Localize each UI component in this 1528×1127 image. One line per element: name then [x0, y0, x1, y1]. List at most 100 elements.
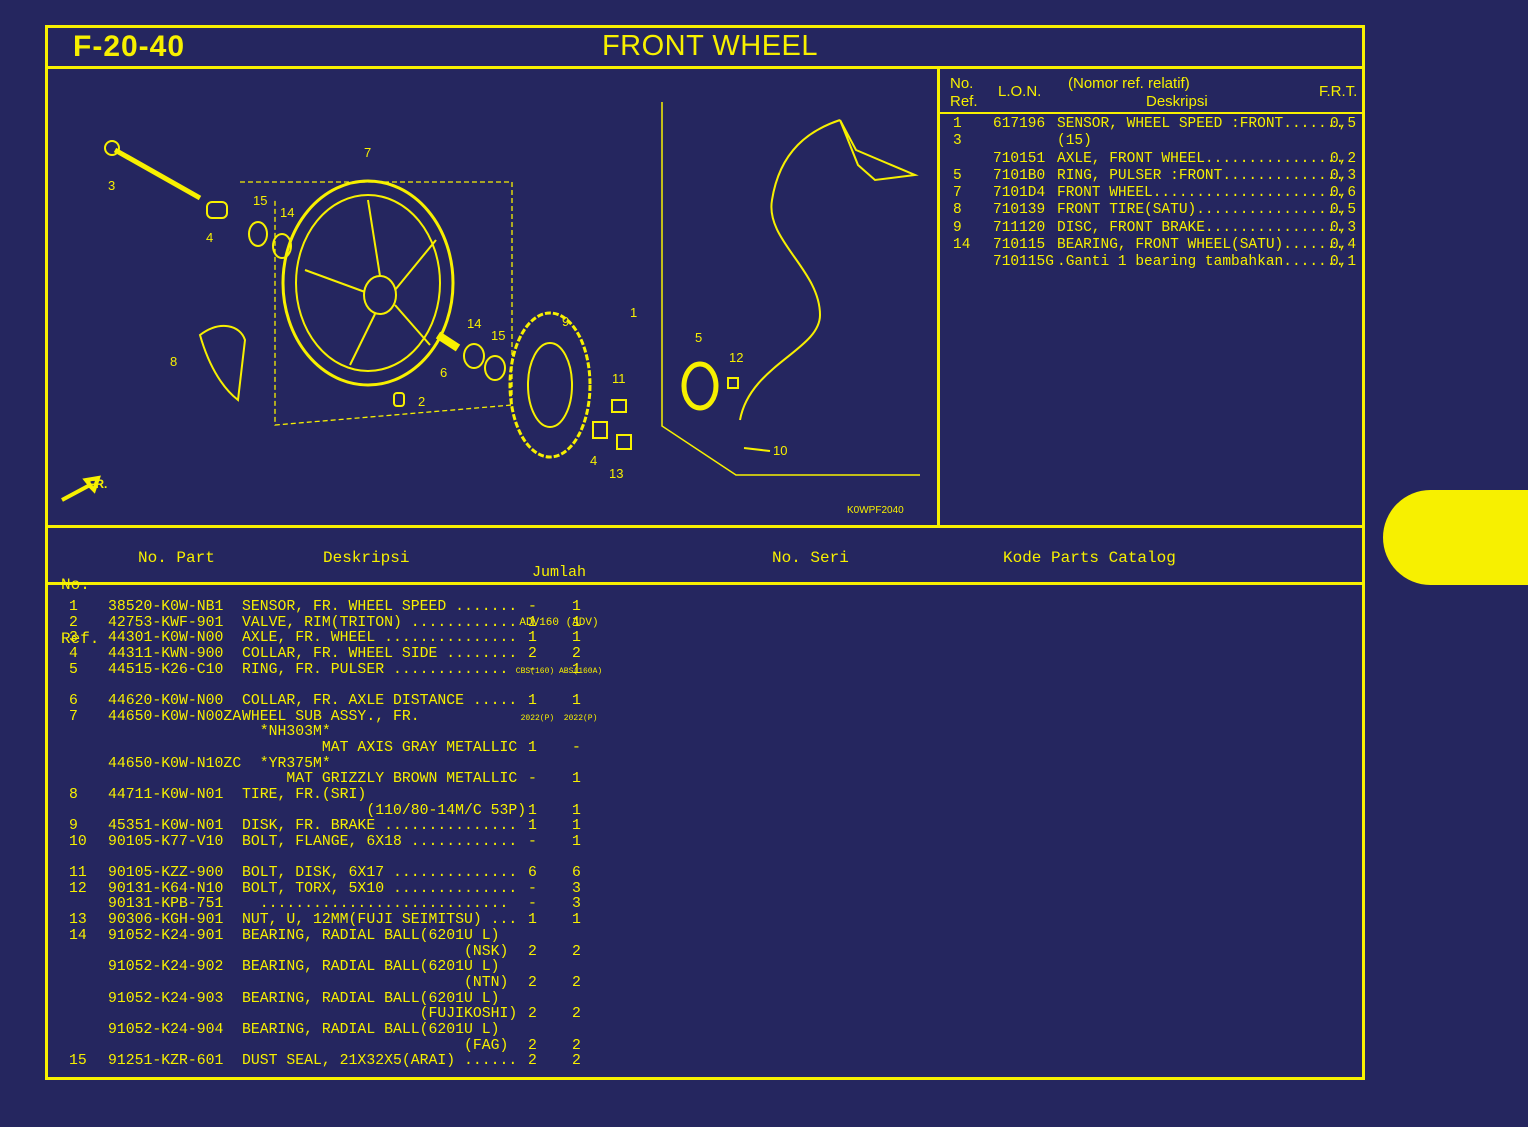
parts-header-qty-year: 2022(P) 2022(P)	[520, 714, 598, 723]
part-ref: 2	[69, 614, 78, 631]
part-desc: *YR375M*	[242, 755, 331, 772]
part-q2: 1	[572, 599, 581, 615]
part-q2: 2	[572, 1053, 581, 1070]
part-part: 91052-K24-902	[108, 959, 224, 976]
parts-header-ref-1: No.	[61, 576, 90, 594]
parts-header-qty-label: Jumlah	[531, 564, 586, 581]
lon-desc: DISC, FRONT BRAKE................	[1057, 219, 1345, 236]
part-q1: 2	[528, 1006, 537, 1023]
part-q2: 1	[572, 771, 581, 788]
lon-header-frt: F.R.T.	[1319, 83, 1358, 100]
part-q1: 2	[528, 1037, 537, 1054]
part-part: 91251-KZR-601	[108, 1053, 224, 1070]
part-part: 91052-K24-903	[108, 990, 224, 1007]
part-q2: 3	[572, 896, 581, 913]
lon-desc: RING, PULSER :FRONT..............	[1057, 167, 1345, 184]
lon-ref: 9	[953, 219, 962, 236]
callout-9: 9	[562, 314, 569, 329]
diagram-id: K0WPF2040	[847, 505, 904, 516]
part-ref: 9	[69, 818, 78, 835]
part-q1: 2	[528, 974, 537, 991]
part-q1: 2	[528, 1053, 537, 1070]
part-desc: (FAG)	[242, 1037, 509, 1054]
part-desc: AXLE, FR. WHEEL ...............	[242, 630, 518, 647]
lon-header-desc-1: (Nomor ref. relatif)	[1068, 75, 1190, 92]
part-desc: WHEEL SUB ASSY., FR.	[242, 708, 420, 725]
part-desc: MAT GRIZZLY BROWN METALLIC	[242, 771, 518, 788]
part-q2: 2	[572, 974, 581, 991]
parts-header-part: No. Part	[138, 549, 215, 567]
part-q1: 1	[528, 692, 537, 709]
part-part: 38520-K0W-NB1	[108, 599, 224, 615]
part-q1: 1	[528, 802, 537, 819]
part-desc: BOLT, DISK, 6X17 ..............	[242, 865, 518, 882]
part-q2: 1	[572, 692, 581, 709]
parts-header-qty-model: ADV160 (ADV)	[519, 617, 599, 629]
part-desc: (NTN)	[242, 974, 509, 991]
part-q2: 1	[572, 802, 581, 819]
part-part: 91052-K24-901	[108, 927, 224, 944]
page-tab[interactable]	[1383, 490, 1528, 585]
part-ref: 4	[69, 646, 78, 663]
part-desc: (FUJIKOSHI)	[242, 1006, 518, 1023]
lon-desc: (15)	[1057, 133, 1092, 150]
callout-12: 12	[729, 350, 743, 365]
part-q2: 1	[572, 834, 581, 851]
lon-frt: 0,6	[1330, 185, 1357, 202]
part-part: 44650-K0W-N10ZC	[108, 755, 242, 772]
part-q2: 1	[572, 630, 581, 647]
page-code: F-20-40	[73, 30, 186, 63]
part-q1: -	[528, 771, 537, 788]
part-part: 91052-K24-904	[108, 1021, 224, 1038]
part-desc: TIRE, FR.(SRI)	[242, 786, 367, 803]
part-q1: 1	[528, 630, 537, 647]
part-q1: 1	[528, 739, 537, 756]
callout-4b: 4	[590, 453, 597, 468]
parts-header-qty: Jumlah ADV160 (ADV) CBS(160) ABS(160A) 2…	[500, 529, 618, 742]
part-desc: BOLT, TORX, 5X10 ..............	[242, 880, 518, 897]
lon-ref: 14	[953, 237, 971, 254]
parts-header-ref-2: Ref.	[61, 630, 100, 648]
part-part: 90306-KGH-901	[108, 912, 224, 929]
lon-header-ref-2: Ref.	[950, 93, 978, 110]
lon-header-desc-2: Deskripsi	[1146, 93, 1208, 110]
part-desc: (NSK)	[242, 943, 509, 960]
part-ref: 13	[69, 912, 87, 929]
callout-1: 1	[630, 305, 637, 320]
part-part: 44620-K0W-N00	[108, 692, 224, 709]
lon-lon: 710139	[993, 202, 1046, 219]
part-ref: 7	[69, 708, 78, 725]
part-part: 45351-K0W-N01	[108, 818, 224, 835]
parts-header-ref: No. Ref.	[61, 540, 99, 666]
lon-header-ref-1: No.	[950, 75, 974, 92]
part-q1: 1	[528, 912, 537, 929]
lon-desc: .Ganti 1 bearing tambahkan.......	[1057, 254, 1345, 271]
part-part: 44311-KWN-900	[108, 646, 224, 663]
lon-header-desc: (Nomor ref. relatif) Deskripsi	[1068, 75, 1268, 111]
part-desc: BEARING, RADIAL BALL(6201U L)	[242, 959, 500, 976]
part-q2: 2	[572, 943, 581, 960]
lon-desc: FRONT WHEEL......................	[1057, 185, 1345, 202]
part-q1: 1	[528, 818, 537, 835]
callout-11: 11	[612, 371, 626, 386]
callout-2: 2	[418, 394, 425, 409]
lon-frt: 0,4	[1330, 237, 1357, 254]
lon-lon: 710115	[993, 237, 1046, 254]
part-ref: 12	[69, 880, 87, 897]
part-desc: NUT, U, 12MM(FUJI SEIMITSU) ...	[242, 912, 518, 929]
lon-lon: 710115G	[993, 254, 1054, 271]
part-ref: 11	[69, 865, 87, 882]
lon-header-divider	[939, 112, 1365, 114]
part-ref: 15	[69, 1053, 87, 1070]
part-ref: 14	[69, 927, 87, 944]
lon-header-ref: No. Ref.	[950, 75, 978, 111]
callout-10: 10	[773, 443, 787, 458]
lon-frt: 0,3	[1330, 219, 1357, 236]
lon-lon: 710151	[993, 150, 1046, 167]
lon-frt: 0,5	[1330, 202, 1357, 219]
part-q2: 1	[572, 818, 581, 835]
callout-14: 14	[280, 205, 294, 220]
page-title: FRONT WHEEL	[601, 30, 819, 62]
part-desc: BOLT, FLANGE, 6X18 ............	[242, 834, 518, 851]
part-desc: VALVE, RIM(TRITON) ............	[242, 614, 518, 631]
